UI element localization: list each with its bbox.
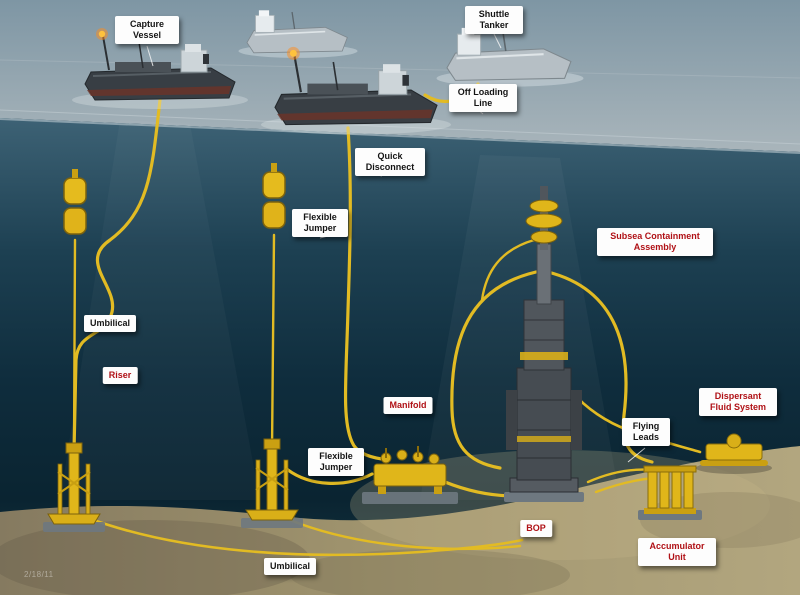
label-subsea-containment-assembly: Subsea Containment Assembly: [597, 228, 713, 256]
label-dispersant-fluid-system: Dispersant Fluid System: [699, 388, 777, 416]
flexible-jumper-lower-line: [286, 468, 374, 485]
label-umbilical-lower: Umbilical: [263, 558, 317, 575]
label-off-loading-line: Off Loading Line: [449, 84, 517, 112]
label-shuttle-tanker: Shuttle Tanker: [465, 6, 523, 34]
assembly-right-loop: [546, 270, 654, 464]
accumulator-unit-illustration: [638, 465, 702, 520]
label-flying-leads: Flying Leads: [622, 418, 670, 446]
assembly-left-loop: [450, 270, 538, 470]
assembly-upper-jumper: [480, 238, 536, 302]
label-quick-disconnect: Quick Disconnect: [355, 148, 425, 176]
label-riser: Riser: [102, 367, 138, 384]
date-watermark: 2/18/11: [24, 570, 54, 579]
bop-stack-illustration: [504, 186, 584, 502]
umbilical-floor-2: [288, 518, 522, 551]
label-bop: BOP: [520, 520, 552, 537]
label-umbilical-upper: Umbilical: [83, 315, 137, 332]
label-flexible-jumper-lower: Flexible Jumper: [308, 448, 364, 476]
label-manifold: Manifold: [383, 397, 433, 414]
label-capture-vessel: Capture Vessel: [115, 16, 179, 44]
label-accumulator-unit: Accumulator Unit: [638, 538, 716, 566]
riser-buoys-left: [63, 168, 87, 235]
riser-buoys-center: [262, 162, 286, 229]
label-flexible-jumper-upper: Flexible Jumper: [292, 209, 348, 237]
umbilical-floor-1: [86, 516, 524, 557]
manifold-illustration: [362, 446, 458, 504]
buoy-tether-left: [72, 238, 77, 454]
dispersant-sled-illustration: [696, 433, 772, 474]
riser-line-left: [72, 98, 162, 454]
buoy-tether-center: [270, 233, 276, 452]
